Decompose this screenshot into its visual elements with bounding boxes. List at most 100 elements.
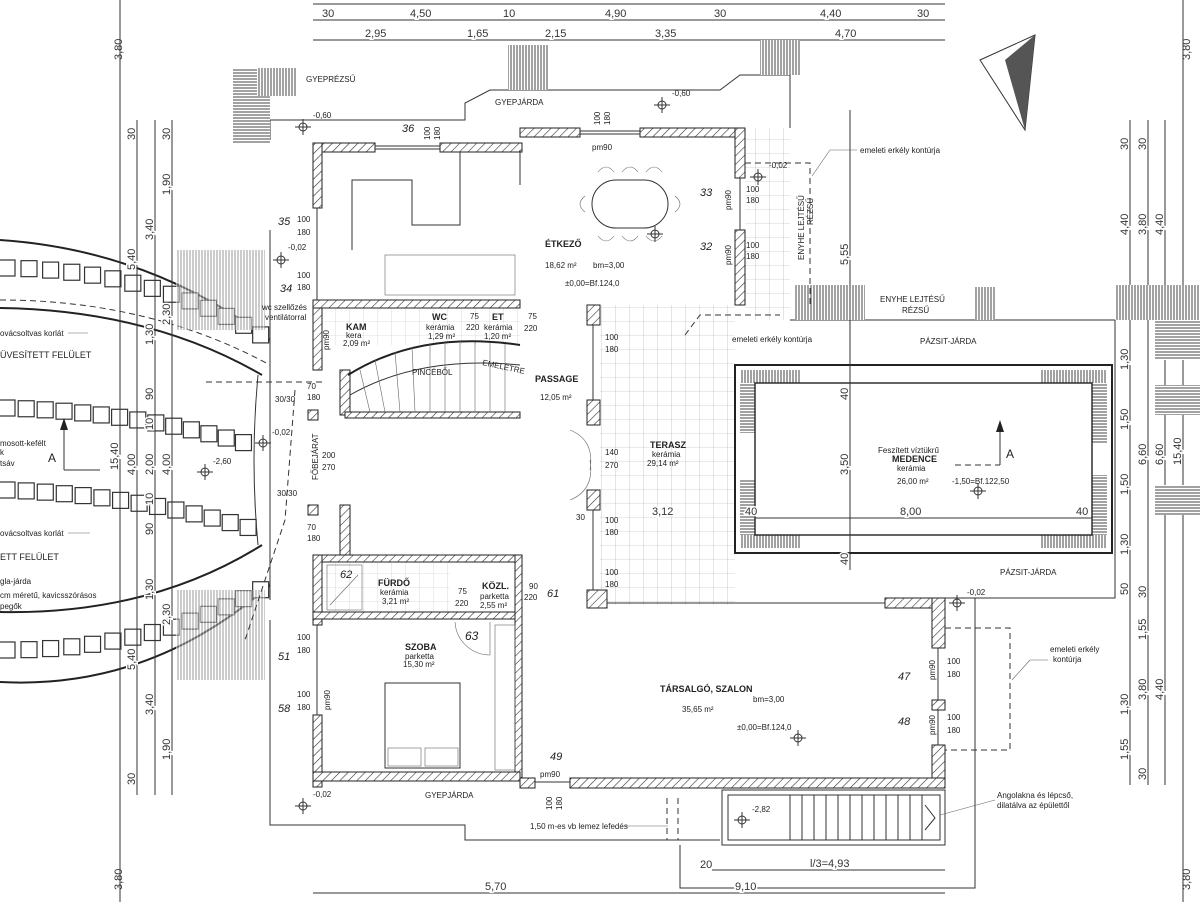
paving-stone [143, 623, 161, 642]
dim-label: 10 [144, 493, 156, 505]
room-floor: parketta [480, 592, 509, 601]
level-marker-icon [949, 595, 965, 611]
opening-size: pm90 [928, 714, 937, 735]
dim-label: 3,80 [1137, 214, 1149, 235]
paving-stone [42, 261, 60, 279]
dim-label: 3,35 [655, 28, 676, 40]
dim-label: 6,60 [1137, 444, 1149, 465]
room-height: bm=3,00 [753, 695, 785, 704]
room-level: ±0,00=Bf.124,0 [737, 723, 792, 732]
note: gla-járda [0, 577, 32, 586]
paving-stone [83, 635, 102, 653]
room-name-wc: WC [432, 312, 447, 322]
room-name-pantry: KAM [346, 322, 367, 332]
balcony-outlines [205, 162, 1011, 840]
opening-size: 100 [605, 516, 619, 525]
paving-stone [147, 414, 165, 432]
opening-size: pm90 [323, 689, 332, 710]
label-wc-vent: wc szellőzés [261, 303, 307, 312]
paving-stone [74, 404, 92, 422]
opening-size: 180 [947, 726, 961, 735]
paving-stone [130, 494, 148, 512]
opening-size: 100 [423, 126, 432, 140]
opening-size: 180 [297, 646, 311, 655]
level-label: -2,60 [213, 457, 232, 466]
opening-size: 180 [746, 196, 760, 205]
level-label: -0,02 [313, 790, 332, 799]
dim-label: 1,30 [144, 324, 156, 345]
paving-stone [203, 509, 221, 527]
level-marker-icon [654, 97, 670, 113]
paving-stone [0, 641, 16, 659]
opening-size: 100 [297, 633, 311, 642]
steps-upper [176, 250, 265, 330]
room-name-bedroom: SZOBA [405, 642, 437, 652]
note: ÜVESÍTETT FELÜLET [0, 350, 92, 360]
dim-label: 4,40 [1154, 214, 1166, 235]
paving-stone [221, 513, 239, 532]
opening-size: pm90 [724, 189, 733, 210]
dim-label: 1,50 [1119, 409, 1131, 430]
room-area: 35,65 m² [682, 705, 714, 714]
dim-label: 4,00 [161, 454, 173, 475]
paving-stone [55, 485, 73, 503]
label-slope-vertical: RÉZSŰ [806, 198, 815, 225]
opening-size: pm90 [928, 659, 937, 680]
dim-label: 5,40 [126, 649, 138, 670]
paving-stone [92, 406, 110, 424]
note-slab: 1,50 m-es vb lemez lefedés [530, 822, 628, 831]
room-name-living: TÁRSALGÓ, SZALON [660, 683, 753, 694]
dim-label: 50 [1119, 583, 1131, 595]
dim-label: 90 [144, 523, 156, 535]
room-name-dining: ÉTKEZŐ [545, 238, 582, 249]
label-stairs-down: PINCÉBŐL [412, 368, 453, 377]
paving-stone [74, 486, 92, 505]
pillar [307, 504, 319, 516]
bath-tiles [322, 560, 450, 612]
section-markers: A A [48, 418, 1014, 471]
dim-label: 2,15 [545, 28, 566, 40]
room-floor: kerámia [652, 450, 681, 459]
balcony-tiles [745, 128, 790, 320]
label-main-entrance: FŐBEJÁRAT [311, 433, 320, 480]
dim-label: 40 [745, 506, 757, 518]
annotations: emeleti erkély kontúrja emeleti erkély k… [530, 146, 1099, 831]
handwritten-mark: 33 [700, 187, 713, 199]
opening-size: 180 [307, 534, 321, 543]
opening-size: 220 [524, 593, 538, 602]
pillar-label: 30/30 [275, 395, 296, 404]
dim-label: 10 [144, 418, 156, 430]
dim-label: 20 [700, 859, 712, 871]
dim-label: 4,70 [835, 28, 856, 40]
right-dimensions: 30 4,40 3,80 4,40 1,30 1,50 6,60 6,60 15… [1118, 0, 1186, 902]
note: k [0, 448, 5, 457]
doors [326, 429, 592, 656]
paving-stone [104, 632, 122, 650]
label-lawn-path: GYEPJÁRDA [495, 98, 544, 107]
opening-size: 180 [746, 252, 760, 261]
handwritten-mark: 58 [278, 703, 291, 715]
slope-hatch [1155, 385, 1200, 415]
level-label: -0,60 [672, 89, 691, 98]
dim-label: l/3=4,93 [810, 858, 849, 870]
room-area: 26,00 m² [897, 477, 929, 486]
note: ovácsoltvas korlát [0, 529, 64, 538]
pool-dimensions: 8,00 3,50 40 40 40 40 5,55 3,12 [651, 242, 1090, 566]
dim-label: 1,30 [1119, 694, 1131, 715]
opening-size: 75 [458, 587, 467, 596]
level-marker-icon [647, 226, 663, 242]
room-area: 3,21 m² [382, 597, 409, 606]
room-area: 18,62 m² [545, 261, 577, 270]
dining-table [579, 166, 681, 242]
note-area-well: dilatálva az épülettől [997, 801, 1070, 810]
arrow-up-icon [60, 418, 68, 430]
opening-size: 180 [297, 283, 311, 292]
handwritten-mark: 49 [550, 751, 562, 763]
opening-size: 180 [297, 228, 311, 237]
paving-stone [0, 399, 16, 417]
opening-size: 180 [603, 111, 612, 125]
dim-label: 15,40 [109, 442, 121, 470]
level-label: -2,82 [752, 805, 771, 814]
paving-stone [165, 417, 183, 435]
paving-stone [63, 638, 81, 656]
